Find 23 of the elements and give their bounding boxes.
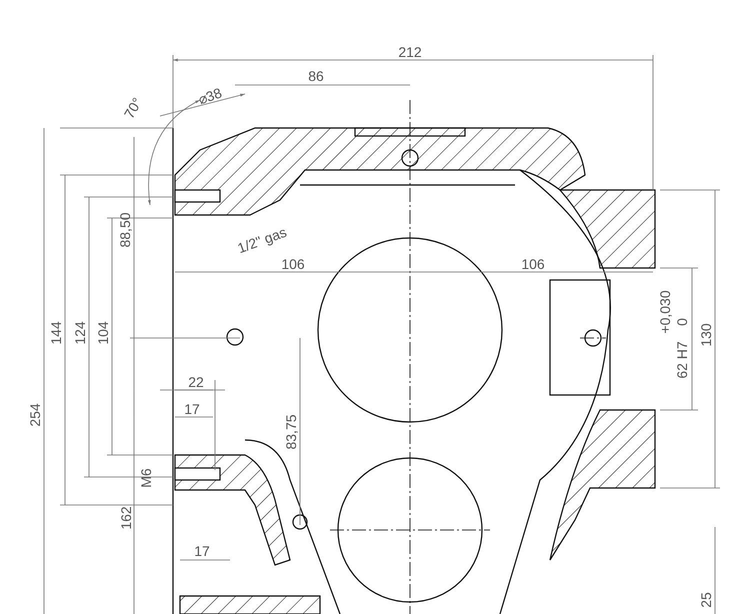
dimension-label: 88,50 bbox=[118, 212, 132, 248]
dimension-label: 17 bbox=[184, 402, 200, 416]
dimension-label: 86 bbox=[308, 69, 324, 83]
thread-label: M6 bbox=[139, 468, 153, 488]
dimension-label: 212 bbox=[398, 45, 422, 59]
dimension-label: 254 bbox=[28, 403, 42, 427]
angle-label: 70° bbox=[122, 95, 144, 121]
dimension-label: 17 bbox=[194, 544, 210, 558]
tolerance-label: +0,030 bbox=[658, 290, 672, 334]
fit-label: 62 H7 bbox=[675, 341, 689, 379]
dimension-label: 106 bbox=[521, 257, 545, 271]
dimension-label: 144 bbox=[49, 321, 63, 345]
dimension-label: 22 bbox=[188, 375, 204, 389]
dimension-label: 104 bbox=[96, 321, 110, 345]
dimension-label: 162 bbox=[119, 506, 133, 530]
thread-label: 1/2" gas bbox=[236, 224, 288, 256]
dimension-label: 124 bbox=[73, 321, 87, 345]
dimension-label: 83,75 bbox=[284, 414, 298, 450]
diameter-label: ⌀38 bbox=[196, 85, 224, 107]
dimension-label: 25 bbox=[699, 592, 713, 608]
dimension-label: 106 bbox=[281, 257, 305, 271]
dimension-label: 130 bbox=[699, 323, 713, 347]
tolerance-label: 0 bbox=[675, 318, 689, 326]
